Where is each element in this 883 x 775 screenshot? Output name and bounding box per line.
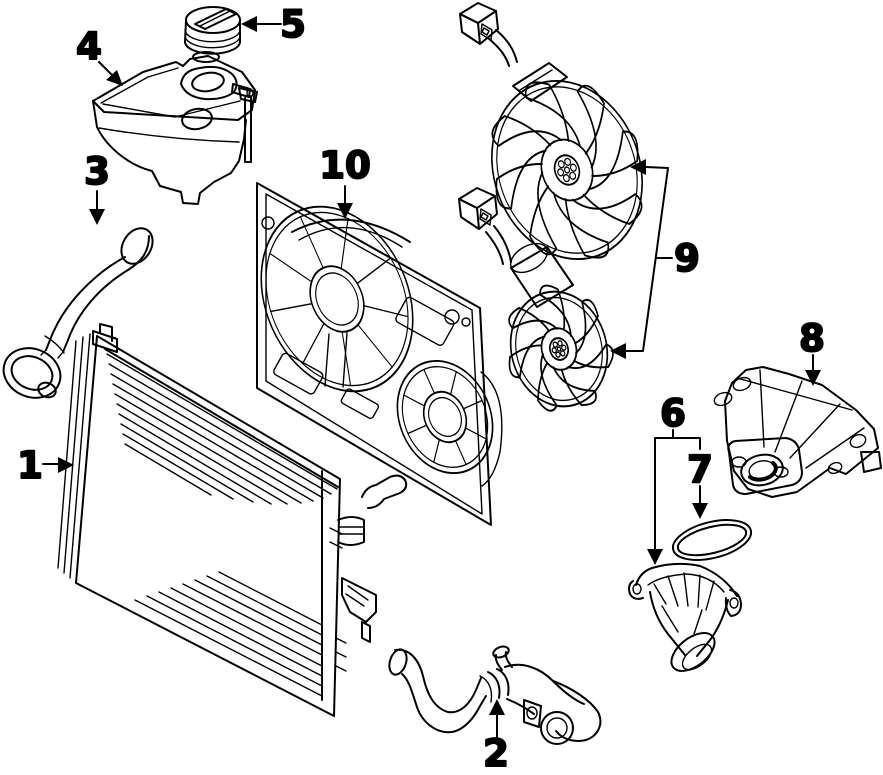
fan-connector-upper [459, 2, 499, 45]
arrowhead [647, 549, 663, 565]
callout-9-number: 9 [674, 237, 700, 280]
arrowhead [630, 159, 646, 175]
callout-7-number: 7 [687, 448, 713, 491]
fan-shroud-drawing [256, 182, 503, 526]
arrowhead [241, 16, 257, 32]
expansion-tank-drawing [92, 55, 258, 205]
callout-9: 9 [610, 159, 701, 359]
callout-2: 2 [482, 699, 510, 775]
fan-motor-mount [512, 62, 568, 102]
callout-5-number: 5 [280, 3, 306, 46]
callout-1-number: 1 [17, 444, 43, 487]
fan-motor-housing [510, 246, 574, 308]
arrowhead [58, 457, 74, 473]
o-ring-drawing [671, 519, 753, 561]
shroud-small-opening [396, 359, 494, 475]
arrowhead [89, 209, 105, 225]
callout-4-number: 4 [76, 25, 102, 68]
callout-3: 3 [83, 149, 111, 225]
callout-6-number: 6 [660, 392, 686, 435]
arrowhead [337, 203, 353, 219]
callout-10: 10 [318, 143, 372, 219]
callout-2-number: 2 [483, 732, 509, 775]
callout-7: 7 [686, 447, 714, 519]
callout-8: 8 [798, 316, 826, 386]
arrowhead [106, 70, 123, 86]
callout-8-number: 8 [799, 317, 825, 360]
arrowhead [692, 503, 708, 519]
callout-3-number: 3 [84, 150, 110, 193]
callout-4: 4 [75, 24, 123, 86]
callout-5: 5 [241, 2, 307, 47]
upper-hose-drawing [2, 227, 154, 399]
arrowhead [610, 343, 626, 359]
lower-hose-drawing [388, 645, 602, 745]
fan-upper-drawing [459, 2, 648, 268]
arrowhead [489, 699, 505, 715]
thermostat-housing-drawing [628, 562, 742, 672]
arrowhead [805, 370, 821, 386]
callout-1: 1 [16, 443, 74, 488]
water-pump-drawing [713, 366, 882, 498]
reservoir-cap-drawing [184, 6, 241, 63]
callout-10-number: 10 [319, 144, 371, 187]
fan-lower-drawing [458, 187, 619, 416]
radiator-drawing [57, 323, 408, 717]
shroud-large-opening [260, 205, 414, 393]
fan-connector-lower [458, 187, 498, 230]
callout-6: 6 [647, 391, 701, 565]
